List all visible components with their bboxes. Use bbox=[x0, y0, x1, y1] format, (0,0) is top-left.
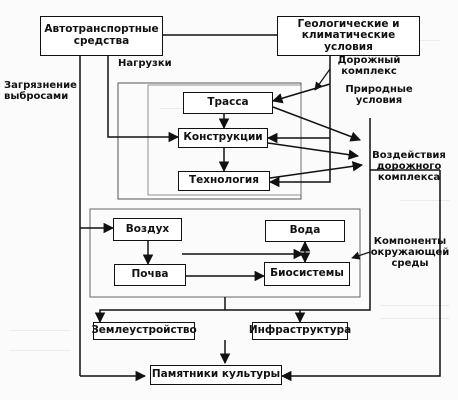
route-to-impacts bbox=[272, 106, 361, 142]
background-texture bbox=[380, 305, 450, 306]
impacts-label: Воздействия дорожного комплекса bbox=[372, 150, 446, 183]
background-texture bbox=[380, 318, 450, 319]
technology-to-impacts bbox=[269, 161, 364, 179]
geology-label: Геологические и климатические условия bbox=[297, 17, 400, 53]
components-label: Компоненты окружающей среды bbox=[370, 236, 450, 269]
natural-conditions-label: Природные условия bbox=[345, 84, 413, 106]
water-label: Вода bbox=[289, 224, 321, 237]
monuments-label: Памятники культуры bbox=[151, 368, 281, 381]
road-complex-label: Дорожный комплекс bbox=[337, 55, 401, 77]
background-texture bbox=[160, 108, 200, 109]
road-complex-pointer bbox=[314, 68, 331, 91]
soil-node: Почва bbox=[114, 264, 186, 286]
pollution-label: Загрязнение выбросами bbox=[4, 80, 77, 102]
components-pointer bbox=[351, 251, 371, 260]
air-node: Воздух bbox=[113, 218, 182, 241]
impacts-to-monuments bbox=[280, 170, 441, 382]
technology-node: Технология bbox=[178, 171, 270, 191]
water-node: Вода bbox=[265, 220, 345, 242]
route-node: Трасса bbox=[183, 92, 273, 114]
transport-label: Автотранспортные средства bbox=[44, 23, 159, 47]
loads-arrow bbox=[107, 56, 180, 143]
land-label: Землеустройство bbox=[91, 324, 197, 337]
soil-label: Почва bbox=[131, 268, 169, 281]
geology-node: Геологические и климатические условия bbox=[277, 16, 420, 56]
route-label: Трасса bbox=[207, 96, 249, 109]
constructions-node: Конструкции bbox=[178, 128, 268, 148]
loads-label: Нагрузки bbox=[118, 58, 172, 69]
biosystems-node: Биосистемы bbox=[264, 262, 350, 286]
geology-to-technology bbox=[268, 56, 331, 188]
constructions-label: Конструкции bbox=[183, 131, 263, 144]
land-node: Землеустройство bbox=[91, 322, 197, 340]
technology-label: Технология bbox=[188, 174, 259, 187]
background-texture bbox=[10, 330, 70, 331]
transport-node: Автотранспортные средства bbox=[40, 16, 163, 56]
background-texture bbox=[400, 200, 450, 201]
air-label: Воздух bbox=[125, 222, 170, 235]
biosystems-label: Биосистемы bbox=[270, 267, 344, 280]
background-texture bbox=[10, 350, 70, 351]
road-complex-inner-frame bbox=[147, 84, 302, 196]
impacts-to-land bbox=[94, 202, 371, 324]
infrastructure-label: Инфраструктура bbox=[248, 324, 352, 337]
monuments-node: Памятники культуры bbox=[150, 365, 282, 385]
infrastructure-node: Инфраструктура bbox=[248, 322, 352, 340]
constructions-to-impacts bbox=[267, 142, 360, 160]
